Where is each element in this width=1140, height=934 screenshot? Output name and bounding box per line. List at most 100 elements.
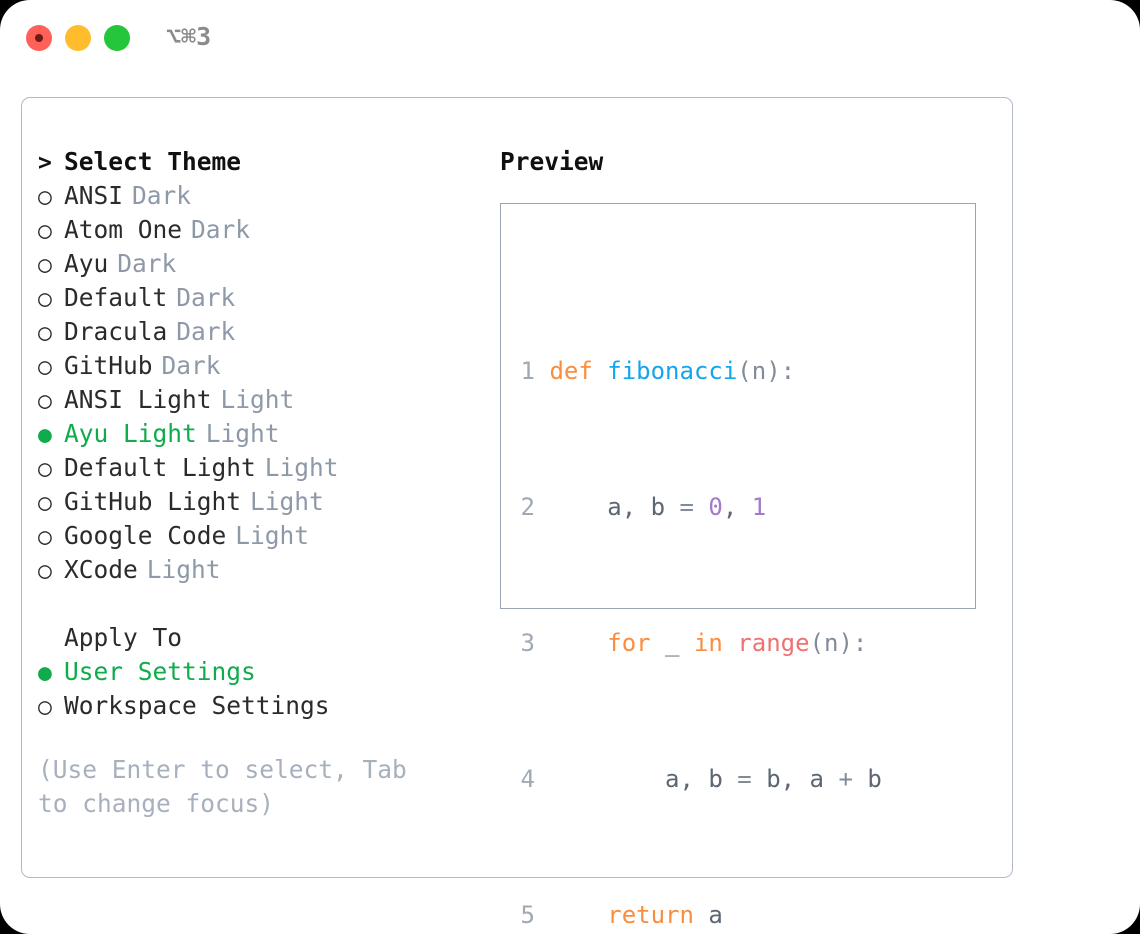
code-token: a, b [549,765,738,793]
code-token: fibonacci [607,357,738,385]
radio-icon: ○ [38,320,52,346]
code-token: b, a [766,765,839,793]
code-token: def [549,357,608,385]
window-titlebar: ⌥⌘3 [0,0,1140,78]
radio-icon: ○ [38,388,52,414]
radio-icon: ○ [38,694,52,720]
theme-item-xcode[interactable]: ○ XCode Light [38,553,478,587]
radio-icon: ○ [38,252,52,278]
radio-icon: ○ [38,524,52,550]
radio-icon: ○ [38,218,52,244]
code-token: = [679,493,709,521]
code-token: , [722,493,752,521]
theme-variant: Dark [132,181,192,210]
theme-name: Ayu Light [64,419,197,448]
theme-item-default-light[interactable]: ○ Default Light Light [38,451,478,485]
line-number: 2 [520,493,535,521]
theme-name: Default Light [64,453,256,482]
radio-icon: ○ [38,184,52,210]
code-line: 4 a, b = b, a + b [519,762,911,796]
theme-variant: Dark [191,215,251,244]
theme-variant: Light [220,385,295,414]
code-token: (n): [809,629,868,657]
theme-item-google-code[interactable]: ○ Google Code Light [38,519,478,553]
theme-name: Ayu [64,249,109,278]
maximize-button[interactable] [104,25,130,51]
apply-option-label: User Settings [64,657,256,686]
code-token: (n): [737,357,796,385]
traffic-light-buttons [26,25,130,51]
select-theme-heading: > Select Theme [38,145,478,179]
theme-name: ANSI [64,181,124,210]
code-token: a, b [549,493,680,521]
theme-variant: Light [205,419,280,448]
preview-column: Preview 1 def fibonacci(n): 2 a, b = 0, … [500,145,1000,929]
theme-name: Default [64,283,168,312]
theme-item-ayu-light[interactable]: ● Ayu Light Light [38,417,478,451]
keyboard-shortcut-label: ⌥⌘3 [166,22,212,51]
select-theme-heading-label: Select Theme [64,147,242,176]
cursor-arrow-icon: > [38,150,52,176]
code-line: 2 a, b = 0, 1 [519,490,911,524]
radio-icon: ○ [38,354,52,380]
line-number: 5 [520,901,535,929]
theme-name: Atom One [64,215,183,244]
minimize-button[interactable] [65,25,91,51]
code-token [549,901,607,929]
theme-item-ansi[interactable]: ○ ANSI Dark [38,179,478,213]
theme-variant: Light [146,555,221,584]
preview-heading: Preview [500,147,604,176]
apply-option-user-settings[interactable]: ● User Settings [38,655,478,689]
code-token: range [737,629,810,657]
section-spacer [38,587,478,621]
radio-selected-icon: ● [38,660,52,686]
code-preview: 1 def fibonacci(n): 2 a, b = 0, 1 3 for … [519,252,911,934]
code-token: = [737,765,767,793]
theme-item-ayu[interactable]: ○ Ayu Dark [38,247,478,281]
theme-variant: Light [250,487,324,516]
theme-name: GitHub Light [64,487,242,516]
theme-variant: Light [235,521,310,550]
apply-to-heading: Apply To [38,621,478,655]
radio-icon: ○ [38,456,52,482]
theme-variant: Dark [117,249,177,278]
apply-option-workspace-settings[interactable]: ○Workspace Settings [38,689,478,723]
code-token: a [708,901,723,929]
theme-variant: Dark [176,283,236,312]
code-token: b [867,765,882,793]
radio-icon: ○ [38,490,52,516]
line-number: 1 [520,357,535,385]
theme-name: XCode [64,555,138,584]
theme-name: ANSI Light [64,385,212,414]
code-token [549,629,607,657]
code-token: 0 [708,493,723,521]
code-line: 3 for _ in range(n): [519,626,911,660]
theme-item-default[interactable]: ○ Default Dark [38,281,478,315]
code-line: 5 return a [519,898,911,932]
theme-variant: Light [264,453,339,482]
close-button[interactable] [26,25,52,51]
theme-item-atom-one[interactable]: ○ Atom One Dark [38,213,478,247]
line-number: 3 [520,629,535,657]
radio-icon: ○ [38,286,52,312]
code-line: 1 def fibonacci(n): [519,354,911,388]
code-token: _ [665,629,694,657]
theme-item-ansi-light[interactable]: ○ ANSI Light Light [38,383,478,417]
line-number: 4 [520,765,535,793]
theme-name: Google Code [64,521,227,550]
code-token: + [838,765,868,793]
keyboard-hint-text: (Use Enter to select, Tab to change focu… [38,755,407,818]
code-token: 1 [751,493,767,521]
theme-item-github-light[interactable]: ○ GitHub Light Light [38,485,478,519]
code-token: for [607,629,666,657]
code-token: in [693,629,738,657]
theme-name: Dracula [64,317,168,346]
preview-box: 1 def fibonacci(n): 2 a, b = 0, 1 3 for … [500,203,976,929]
radio-selected-icon: ● [38,422,52,448]
radio-icon: ○ [38,558,52,584]
